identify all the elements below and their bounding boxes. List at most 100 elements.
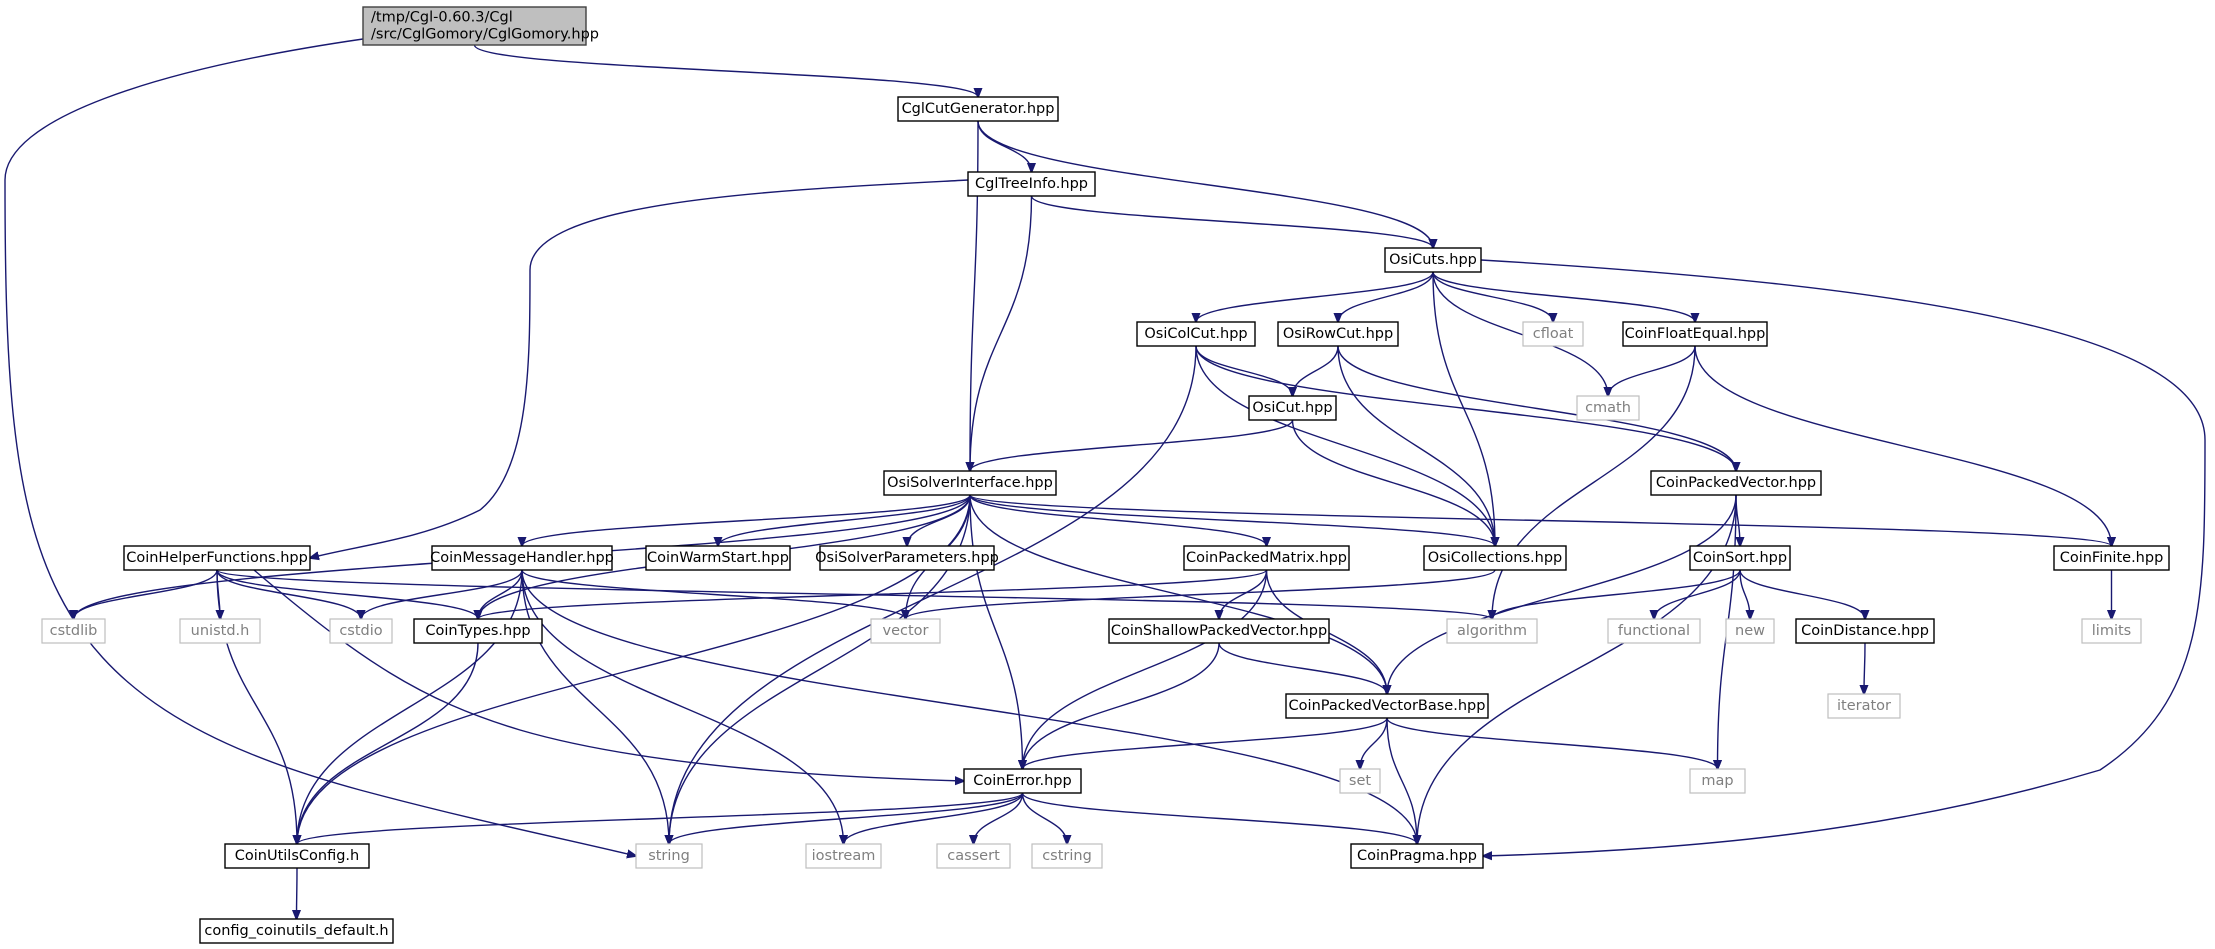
node-label: limits [2092, 623, 2131, 639]
node-box [819, 545, 995, 571]
node-box [1576, 395, 1640, 421]
node-label: cstring [1042, 848, 1092, 864]
edge-coinmessagehandler-to-string [521, 569, 669, 844]
node-osisolverinterface[interactable]: OsiSolverInterface.hpp [883, 470, 1057, 496]
edge-osicuts-to-cfloat [1432, 271, 1553, 322]
edge [521, 569, 906, 619]
dependency-nodes: /tmp/Cgl-0.60.3/Cgl/src/CglGomory/CglGom… [41, 6, 2170, 944]
node-new: new [1725, 618, 1775, 644]
node-osisolverparameters[interactable]: OsiSolverParameters.hpp [815, 545, 999, 571]
node-box [1108, 618, 1330, 644]
node-box [1384, 247, 1482, 273]
edge-coinhelperfunctions-to-coinutilsconfig [216, 569, 297, 844]
edge [1387, 494, 1737, 694]
edge-osisolverinterface-to-coinpackedmatrix [969, 494, 1267, 546]
node-label: config_coinutils_default.h [204, 923, 388, 939]
edge-coinhelperfunctions-to-coinerror [253, 569, 964, 781]
edge [1386, 717, 1417, 844]
edge [1337, 345, 1736, 471]
node-vector: vector [870, 618, 941, 644]
node-coinpackedvector[interactable]: CoinPackedVector.hpp [1650, 470, 1822, 496]
edge [216, 569, 361, 619]
node-coinhelperfunctions[interactable]: CoinHelperFunctions.hpp [123, 545, 311, 571]
node-configcoinutils[interactable]: config_coinutils_default.h [199, 918, 394, 944]
node-algorithm: algorithm [1446, 618, 1538, 644]
node-coinmessagehandler[interactable]: CoinMessageHandler.hpp [430, 545, 614, 571]
node-cglcutgenerator[interactable]: CglCutGenerator.hpp [897, 96, 1059, 122]
node-iostream: iostream [805, 843, 882, 869]
node-coinwarmstart[interactable]: CoinWarmStart.hpp [645, 545, 791, 571]
node-coinpragma[interactable]: CoinPragma.hpp [1350, 843, 1484, 869]
edge [1360, 717, 1388, 769]
edge-coinpackedvectorbase-to-coinpragma [1386, 717, 1417, 844]
edge-root-to-cglcutgenerator [473, 44, 979, 97]
edge [906, 569, 1496, 619]
node-cstdio: cstdio [329, 618, 393, 644]
node-root[interactable]: /tmp/Cgl-0.60.3/Cgl/src/CglGomory/CglGom… [362, 6, 599, 46]
node-coinfinite[interactable]: CoinFinite.hpp [2053, 545, 2170, 571]
edge-osirowcut-to-osicut [1293, 345, 1339, 396]
node-cassert: cassert [936, 843, 1011, 869]
edge-coinmessagehandler-to-cstdio [361, 569, 523, 619]
edge-cgltreeinfo-to-coinhelperfunctions [310, 179, 969, 558]
edge-coinfloatequal-to-cmath [1608, 345, 1696, 396]
edge [1694, 345, 2112, 546]
node-cfloat: cfloat [1522, 321, 1584, 347]
node-coinpackedmatrix[interactable]: CoinPackedMatrix.hpp [1183, 545, 1350, 571]
node-coinpackedvectorbase[interactable]: CoinPackedVectorBase.hpp [1285, 693, 1489, 719]
node-box [936, 843, 1011, 869]
node-box [329, 618, 393, 644]
node-label: OsiCut.hpp [1252, 400, 1332, 416]
edge [1480, 259, 2206, 856]
node-coinsort[interactable]: CoinSort.hpp [1689, 545, 1791, 571]
edge-coinshallowpackedvector-to-coinpackedvectorbase [1218, 642, 1387, 694]
node-box [2053, 545, 2170, 571]
edge [361, 569, 523, 619]
node-box [1277, 321, 1399, 347]
node-label: CoinPragma.hpp [1357, 848, 1477, 864]
edge [1021, 792, 1418, 844]
node-iterator: iterator [1827, 693, 1901, 719]
node-coinshallowpackedvector[interactable]: CoinShallowPackedVector.hpp [1108, 618, 1330, 644]
edge-coinmessagehandler-to-coinpragma [521, 569, 1417, 844]
edge-osisolverinterface-to-coinwarmstart [718, 494, 971, 546]
edge [297, 642, 479, 844]
node-box [1350, 843, 1484, 869]
edge [974, 792, 1024, 844]
node-osicolcut[interactable]: OsiColCut.hpp [1136, 321, 1256, 347]
node-osicut[interactable]: OsiCut.hpp [1248, 395, 1337, 421]
node-cgltreeinfo[interactable]: CglTreeInfo.hpp [967, 171, 1096, 197]
node-osirowcut[interactable]: OsiRowCut.hpp [1277, 321, 1399, 347]
node-box [805, 843, 882, 869]
node-box [41, 618, 106, 644]
node-coinutilsconfig[interactable]: CoinUtilsConfig.h [224, 843, 370, 869]
node-box [1183, 545, 1350, 571]
edge-coinhelperfunctions-to-cstdlib [74, 569, 218, 619]
node-coinerror[interactable]: CoinError.hpp [963, 768, 1082, 794]
edge [1739, 569, 1750, 619]
edge [1608, 345, 1696, 396]
node-label: CoinTypes.hpp [425, 623, 530, 639]
edge-coinerror-to-iostream [844, 792, 1024, 844]
node-label: CoinPackedMatrix.hpp [1186, 550, 1347, 566]
node-label: unistd.h [191, 623, 250, 639]
node-label: cstdlib [50, 623, 98, 639]
edge-coinpackedmatrix-to-coinerror [1023, 569, 1268, 769]
node-cointypes[interactable]: CoinTypes.hpp [413, 618, 543, 644]
node-osicuts[interactable]: OsiCuts.hpp [1384, 247, 1482, 273]
node-box [199, 918, 394, 944]
node-box [1689, 545, 1791, 571]
node-coindistance[interactable]: CoinDistance.hpp [1795, 618, 1935, 644]
node-label: CoinMessageHandler.hpp [430, 550, 614, 566]
node-label: cassert [947, 848, 1000, 864]
edge [1864, 642, 1865, 694]
node-box [1446, 618, 1538, 644]
edge [1196, 271, 1434, 322]
edge [1030, 195, 1434, 248]
node-osicollections[interactable]: OsiCollections.hpp [1423, 545, 1567, 571]
edge-osicuts-to-coinfloatequal [1432, 271, 1695, 322]
node-coinfloatequal[interactable]: CoinFloatEqual.hpp [1622, 321, 1768, 347]
edge-osicolcut-to-coinpackedvector [1195, 345, 1736, 471]
edge-coinpackedvector-to-coinpackedvectorbase [1387, 494, 1737, 694]
edge [969, 494, 1267, 546]
